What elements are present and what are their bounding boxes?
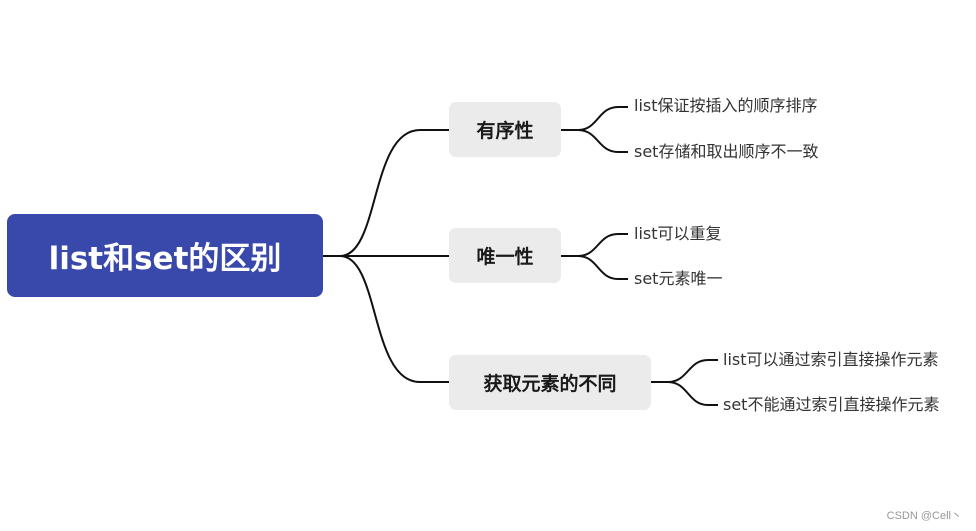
watermark: CSDN @Cell丶 <box>886 510 962 522</box>
leaf-node[interactable]: list保证按插入的顺序排序 <box>634 96 818 115</box>
root-label: list和set的区别 <box>48 241 282 277</box>
leaf-node[interactable]: set元素唯一 <box>634 269 723 288</box>
branch-label: 唯一性 <box>476 246 534 268</box>
leaf-node[interactable]: set不能通过索引直接操作元素 <box>723 395 940 414</box>
branch-label: 有序性 <box>476 120 534 142</box>
branch-uniqueness[interactable]: 唯一性 <box>449 228 561 283</box>
branch-ordering[interactable]: 有序性 <box>449 102 561 157</box>
branch-label: 获取元素的不同 <box>483 373 617 395</box>
leaf-node[interactable]: set存储和取出顺序不一致 <box>634 142 819 161</box>
leaf-node[interactable]: list可以通过索引直接操作元素 <box>723 350 939 369</box>
branch-access[interactable]: 获取元素的不同 <box>449 355 651 410</box>
root-node[interactable]: list和set的区别 <box>7 214 323 297</box>
leaf-node[interactable]: list可以重复 <box>634 224 722 243</box>
